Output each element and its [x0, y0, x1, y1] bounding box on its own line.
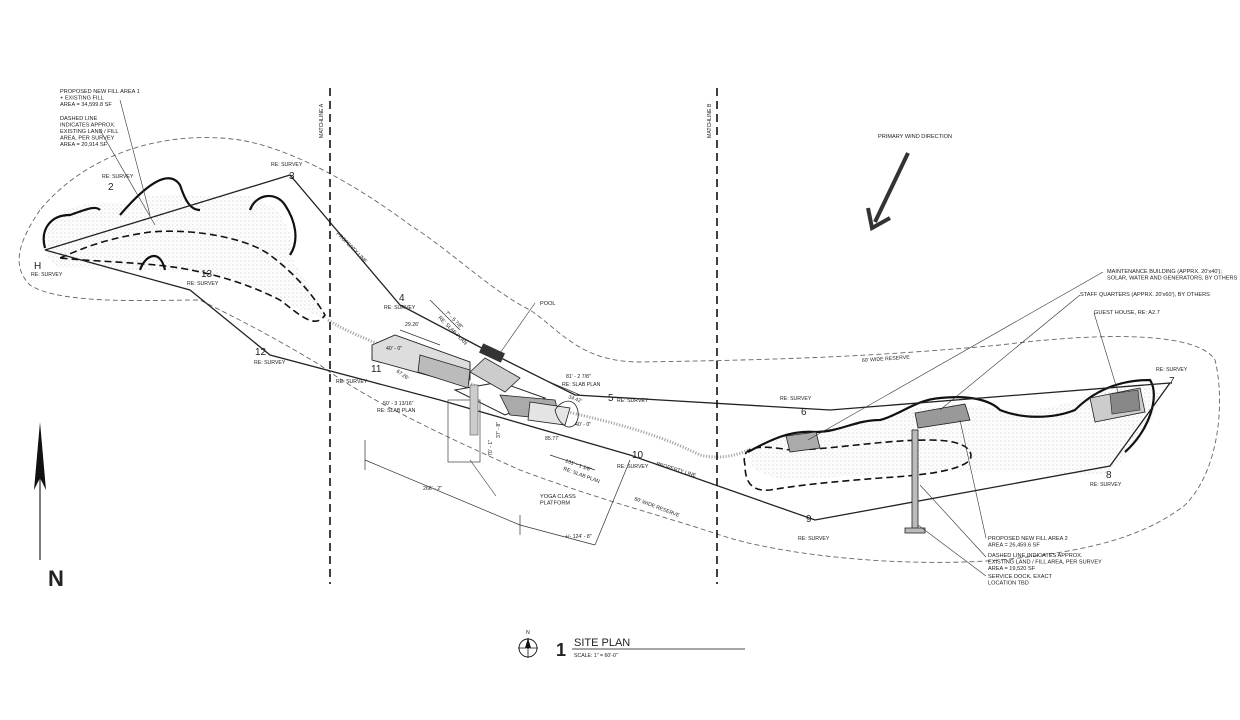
main-building-cluster	[371, 334, 579, 463]
survey-12-label: RE: SURVEY	[254, 360, 286, 366]
dim-81-2: 81' - 2 7/8"	[566, 374, 591, 380]
survey-8-number: 8	[1106, 470, 1112, 481]
survey-12-number: 12	[255, 347, 267, 358]
dim-50-3: 50' - 3 13/16"	[383, 401, 414, 407]
dimension-lines	[364, 299, 631, 546]
title-scale: SCALE: 1" = 60'-0"	[574, 653, 618, 659]
title-number: 1	[556, 640, 566, 660]
title-text: SITE PLAN	[574, 637, 630, 649]
staff-quarters-note: STAFF QUARTERS (APPRX. 20'x60'), BY OTHE…	[1080, 292, 1210, 298]
survey-8-label: RE: SURVEY	[1090, 482, 1122, 488]
title-block: N 1 SITE PLAN SCALE: 1" = 60'-0"	[518, 630, 745, 660]
dim-40-0-a: 40' - 0"	[386, 346, 402, 352]
property-line-label-east: PROPERTY LINE	[655, 461, 697, 479]
dim-slab-c: RE: SLAB PLAN	[377, 408, 416, 414]
survey-13-label: RE: SURVEY	[187, 281, 219, 287]
dim-40-0-b: 40' - 0"	[575, 422, 591, 428]
survey-6-number: 6	[801, 407, 807, 418]
fill-2-outline	[747, 378, 1155, 453]
dim-67-26: 67.26'	[395, 369, 410, 382]
reserve-label-east: 60' WIDE RESERVE	[862, 355, 911, 364]
fill-area-2	[749, 384, 1160, 480]
fill-area-1	[43, 194, 328, 320]
survey-10-number: 10	[632, 450, 644, 461]
title-north-letter: N	[526, 630, 530, 636]
fill-area-1-note: PROPOSED NEW FILL AREA 1 + EXISTING FILL…	[60, 89, 141, 108]
reserve-outline	[18, 137, 1220, 563]
survey-2-label: RE: SURVEY	[102, 174, 134, 180]
fill-1-outline	[42, 177, 297, 271]
maintenance-building-note: MAINTENANCE BUILDING (APPRX. 20'x40'); S…	[1107, 269, 1238, 282]
survey-7-label: RE: SURVEY	[1156, 367, 1188, 373]
survey-10-label: RE: SURVEY	[617, 464, 649, 470]
existing-fill-1	[56, 230, 326, 322]
dim-70-1: 70' - 1"	[488, 440, 494, 456]
wind-direction-arrow-icon	[866, 152, 910, 232]
survey-2-number: 2	[108, 182, 114, 193]
maintenance-building	[785, 431, 821, 453]
survey-4-number: 4	[399, 293, 405, 304]
yoga-platform-note: YOGA CLASS PLATFORM	[540, 494, 577, 507]
survey-3-label: RE: SURVEY	[271, 162, 303, 168]
north-arrow-letter: N	[48, 566, 64, 591]
north-arrow-icon	[34, 422, 46, 560]
service-dock	[904, 429, 926, 534]
survey-3-number: 3	[289, 171, 295, 182]
wind-direction-label: PRIMARY WIND DIRECTION	[878, 134, 952, 140]
survey-5-label: RE: SURVEY	[617, 398, 649, 404]
survey-7-number: 7	[1169, 376, 1175, 387]
survey-h-label: RE: SURVEY	[31, 272, 63, 278]
survey-13-number: 13	[201, 269, 213, 280]
survey-11-number: 11	[371, 364, 382, 375]
staff-quarters	[914, 403, 971, 429]
survey-6-label: RE: SURVEY	[780, 396, 812, 402]
survey-11-label: RE: SURVEY	[336, 379, 368, 385]
survey-h-number: H	[34, 261, 41, 272]
dim-slab-b: RE: SLAB PLAN	[562, 382, 601, 388]
survey-5-number: 5	[608, 393, 614, 404]
property-line-west	[44, 174, 1172, 521]
survey-9-number: 9	[806, 514, 812, 525]
dim-37-8: 37' - 8"	[496, 422, 502, 438]
dim-124-8: +/- 124' - 8"	[565, 534, 592, 540]
matchline-a-label: MATCHLINE A	[319, 103, 325, 138]
dim-266-2: 266' - 2"	[423, 486, 442, 492]
existing-fill-2-note: DASHED LINE INDICATES APPROX. EXISTING L…	[988, 553, 1103, 572]
guest-house-note: GUEST HOUSE, RE: A2.7	[1094, 310, 1160, 316]
guest-house	[1089, 387, 1146, 423]
survey-4-label: RE: SURVEY	[384, 305, 416, 311]
property-line-label-west: PROPERTY LINE	[335, 231, 369, 265]
dim-85-77: 85.77'	[545, 436, 559, 442]
matchline-b-label: MATCHLINE B	[707, 103, 713, 138]
existing-fill-1-note: DASHED LINE INDICATES APPROX. EXISTING L…	[60, 116, 120, 148]
service-dock-note: SERVICE DOCK, EXACT LOCATION TBD	[988, 574, 1053, 587]
fill-area-2-note: PROPOSED NEW FILL AREA 2 AREA = 26,459.6…	[988, 536, 1069, 549]
leader-lines	[99, 99, 1119, 577]
dim-34-42: 34.42'	[567, 394, 582, 404]
pool-note: POOL	[540, 301, 556, 307]
dim-29-26: 29.26'	[405, 322, 419, 328]
reserve-label-south: 60' WIDE RESERVE	[633, 496, 680, 519]
survey-9-label: RE: SURVEY	[798, 536, 830, 542]
